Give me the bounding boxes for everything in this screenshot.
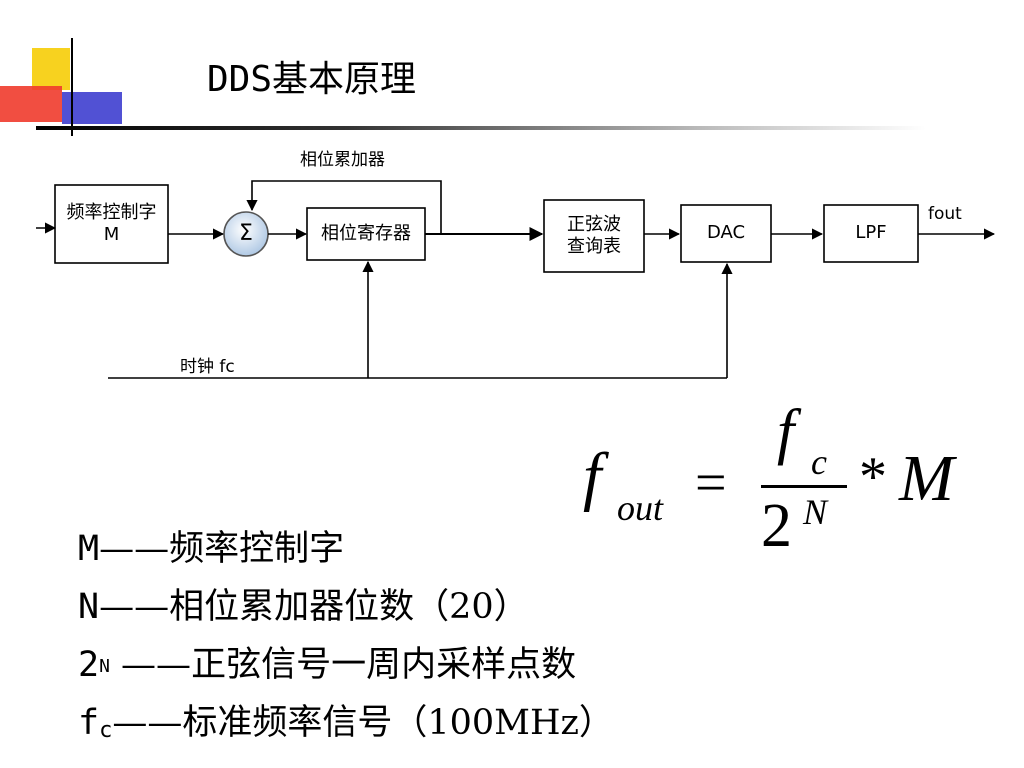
phase-register-label: 相位寄存器 — [321, 222, 411, 244]
freq-word-label: 频率控制字 M — [55, 185, 168, 263]
adder-symbol: Σ — [239, 221, 253, 247]
formula-denominator-exp: N — [803, 492, 828, 532]
definition-n: N——相位累加器位数（20） — [78, 587, 529, 627]
formula-times: * — [859, 446, 887, 508]
definition-fc: fc——标准频率信号（100MHz） — [78, 703, 614, 743]
definitions-list: M——频率控制字 N——相位累加器位数（20） 2N ——正弦信号一周内采样点数… — [78, 520, 614, 752]
dac-block — [680, 204, 772, 263]
formula-denominator-base: 2 — [761, 492, 792, 560]
formula-out-subscript: out — [617, 488, 664, 528]
sine-lut-block — [543, 199, 645, 273]
sine-lut-line2: 查询表 — [567, 236, 621, 257]
sine-lut-line1: 正弦波 — [567, 213, 621, 235]
definition-m: M——频率控制字 — [78, 529, 345, 569]
lpf-block — [823, 204, 919, 263]
dds-block-diagram — [36, 180, 996, 379]
accumulator-label: 相位累加器 — [300, 150, 385, 170]
formula-m: M — [899, 442, 954, 515]
lpf-label: LPF — [855, 222, 887, 244]
formula-numerator-f: f — [777, 398, 795, 466]
formula-numerator-sub: c — [811, 442, 827, 482]
slide-title: DDS基本原理 — [207, 59, 417, 100]
corner-decoration — [0, 38, 122, 136]
freq-word-line2: M — [103, 224, 120, 245]
formula-equals: = — [695, 452, 727, 514]
formula-f-out: f — [583, 440, 602, 513]
fraction-bar — [761, 485, 847, 488]
dds-formula: f out = f c 2 N * M — [575, 395, 995, 575]
phase-register-block — [306, 207, 426, 261]
freq-word-line1: 频率控制字 — [66, 201, 157, 223]
title-underline — [36, 126, 926, 130]
output-label: fout — [928, 204, 962, 224]
dac-label: DAC — [706, 222, 746, 244]
definition-2n: 2N ——正弦信号一周内采样点数 — [78, 645, 577, 685]
clock-label: 时钟 fc — [180, 357, 235, 377]
sine-lut-label: 正弦波 查询表 — [544, 200, 644, 272]
